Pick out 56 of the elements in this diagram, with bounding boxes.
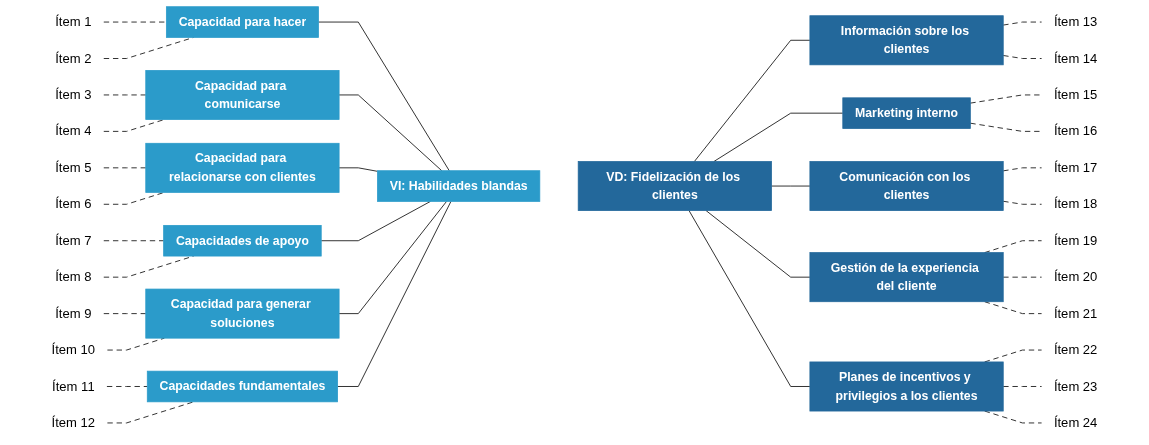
connector — [1002, 200, 1043, 205]
node-text: Ítem 9 — [55, 306, 92, 321]
connector — [705, 210, 811, 278]
node-text: Ítem 4 — [55, 123, 92, 139]
connector — [1002, 276, 1043, 278]
node-text: Ítem 11 — [52, 379, 95, 394]
connector — [103, 313, 147, 315]
node-text: Ítem 5 — [55, 160, 92, 175]
node-box: Capacidad para relacionarse con clientes — [145, 142, 340, 193]
connector — [337, 200, 452, 387]
node-box: Capacidad para hacer — [165, 6, 319, 38]
connector — [103, 167, 147, 169]
node-box: Capacidades fundamentales — [146, 370, 338, 403]
connector — [688, 210, 811, 387]
node-text: Ítem 18 — [1053, 196, 1098, 212]
node-text: Ítem 2 — [55, 51, 92, 66]
node-text: Ítem 15 — [1053, 87, 1098, 103]
node-text: Ítem 23 — [1053, 379, 1098, 394]
node-box: VI: Habilidades blandas — [377, 170, 541, 202]
node-text: Ítem 13 — [1053, 14, 1098, 30]
node-box: Marketing interno — [842, 97, 971, 129]
node-text: Ítem 3 — [55, 87, 92, 103]
node-text: Ítem 10 — [51, 342, 96, 358]
connector — [318, 21, 450, 172]
node-box: Capacidad para generar soluciones — [145, 288, 340, 339]
node-text: Ítem 22 — [1053, 342, 1098, 358]
node-text: Ítem 14 — [1053, 51, 1098, 66]
node-text: Ítem 6 — [55, 196, 92, 212]
node-text: Ítem 24 — [1053, 415, 1098, 431]
node-box: Capacidades de apoyo — [163, 225, 322, 257]
node-text: Ítem 16 — [1053, 123, 1098, 139]
connector — [338, 200, 448, 315]
connector — [1002, 167, 1043, 172]
connector — [338, 94, 443, 172]
connector — [713, 112, 844, 162]
connector — [106, 386, 148, 387]
connector — [338, 167, 378, 172]
node-box: Capacidad para comunicarse — [145, 70, 340, 120]
node-box: Planes de incentivos y privilegios a los clientes — [809, 361, 1004, 412]
connector — [320, 200, 431, 242]
node-text: Ítem 17 — [1053, 160, 1098, 175]
node-text: Ítem 12 — [51, 415, 96, 431]
node-text: Ítem 20 — [1053, 269, 1098, 285]
node-text: Ítem 8 — [55, 269, 92, 285]
node-box: Comunicación con los clientes — [809, 161, 1004, 211]
connector — [1002, 55, 1043, 59]
node-text: Ítem 21 — [1053, 306, 1098, 321]
node-text: Ítem 19 — [1053, 233, 1098, 248]
node-box: VD: Fidelización de los clientes — [577, 161, 772, 211]
node-box: Gestión de la experiencia del cliente — [809, 252, 1004, 303]
connector — [693, 39, 811, 162]
node-text: Ítem 1 — [55, 14, 92, 30]
connector — [1002, 386, 1043, 387]
node-text: Ítem 7 — [55, 233, 92, 248]
node-box: Información sobre los clientes — [809, 15, 1004, 66]
connector — [1002, 21, 1043, 26]
